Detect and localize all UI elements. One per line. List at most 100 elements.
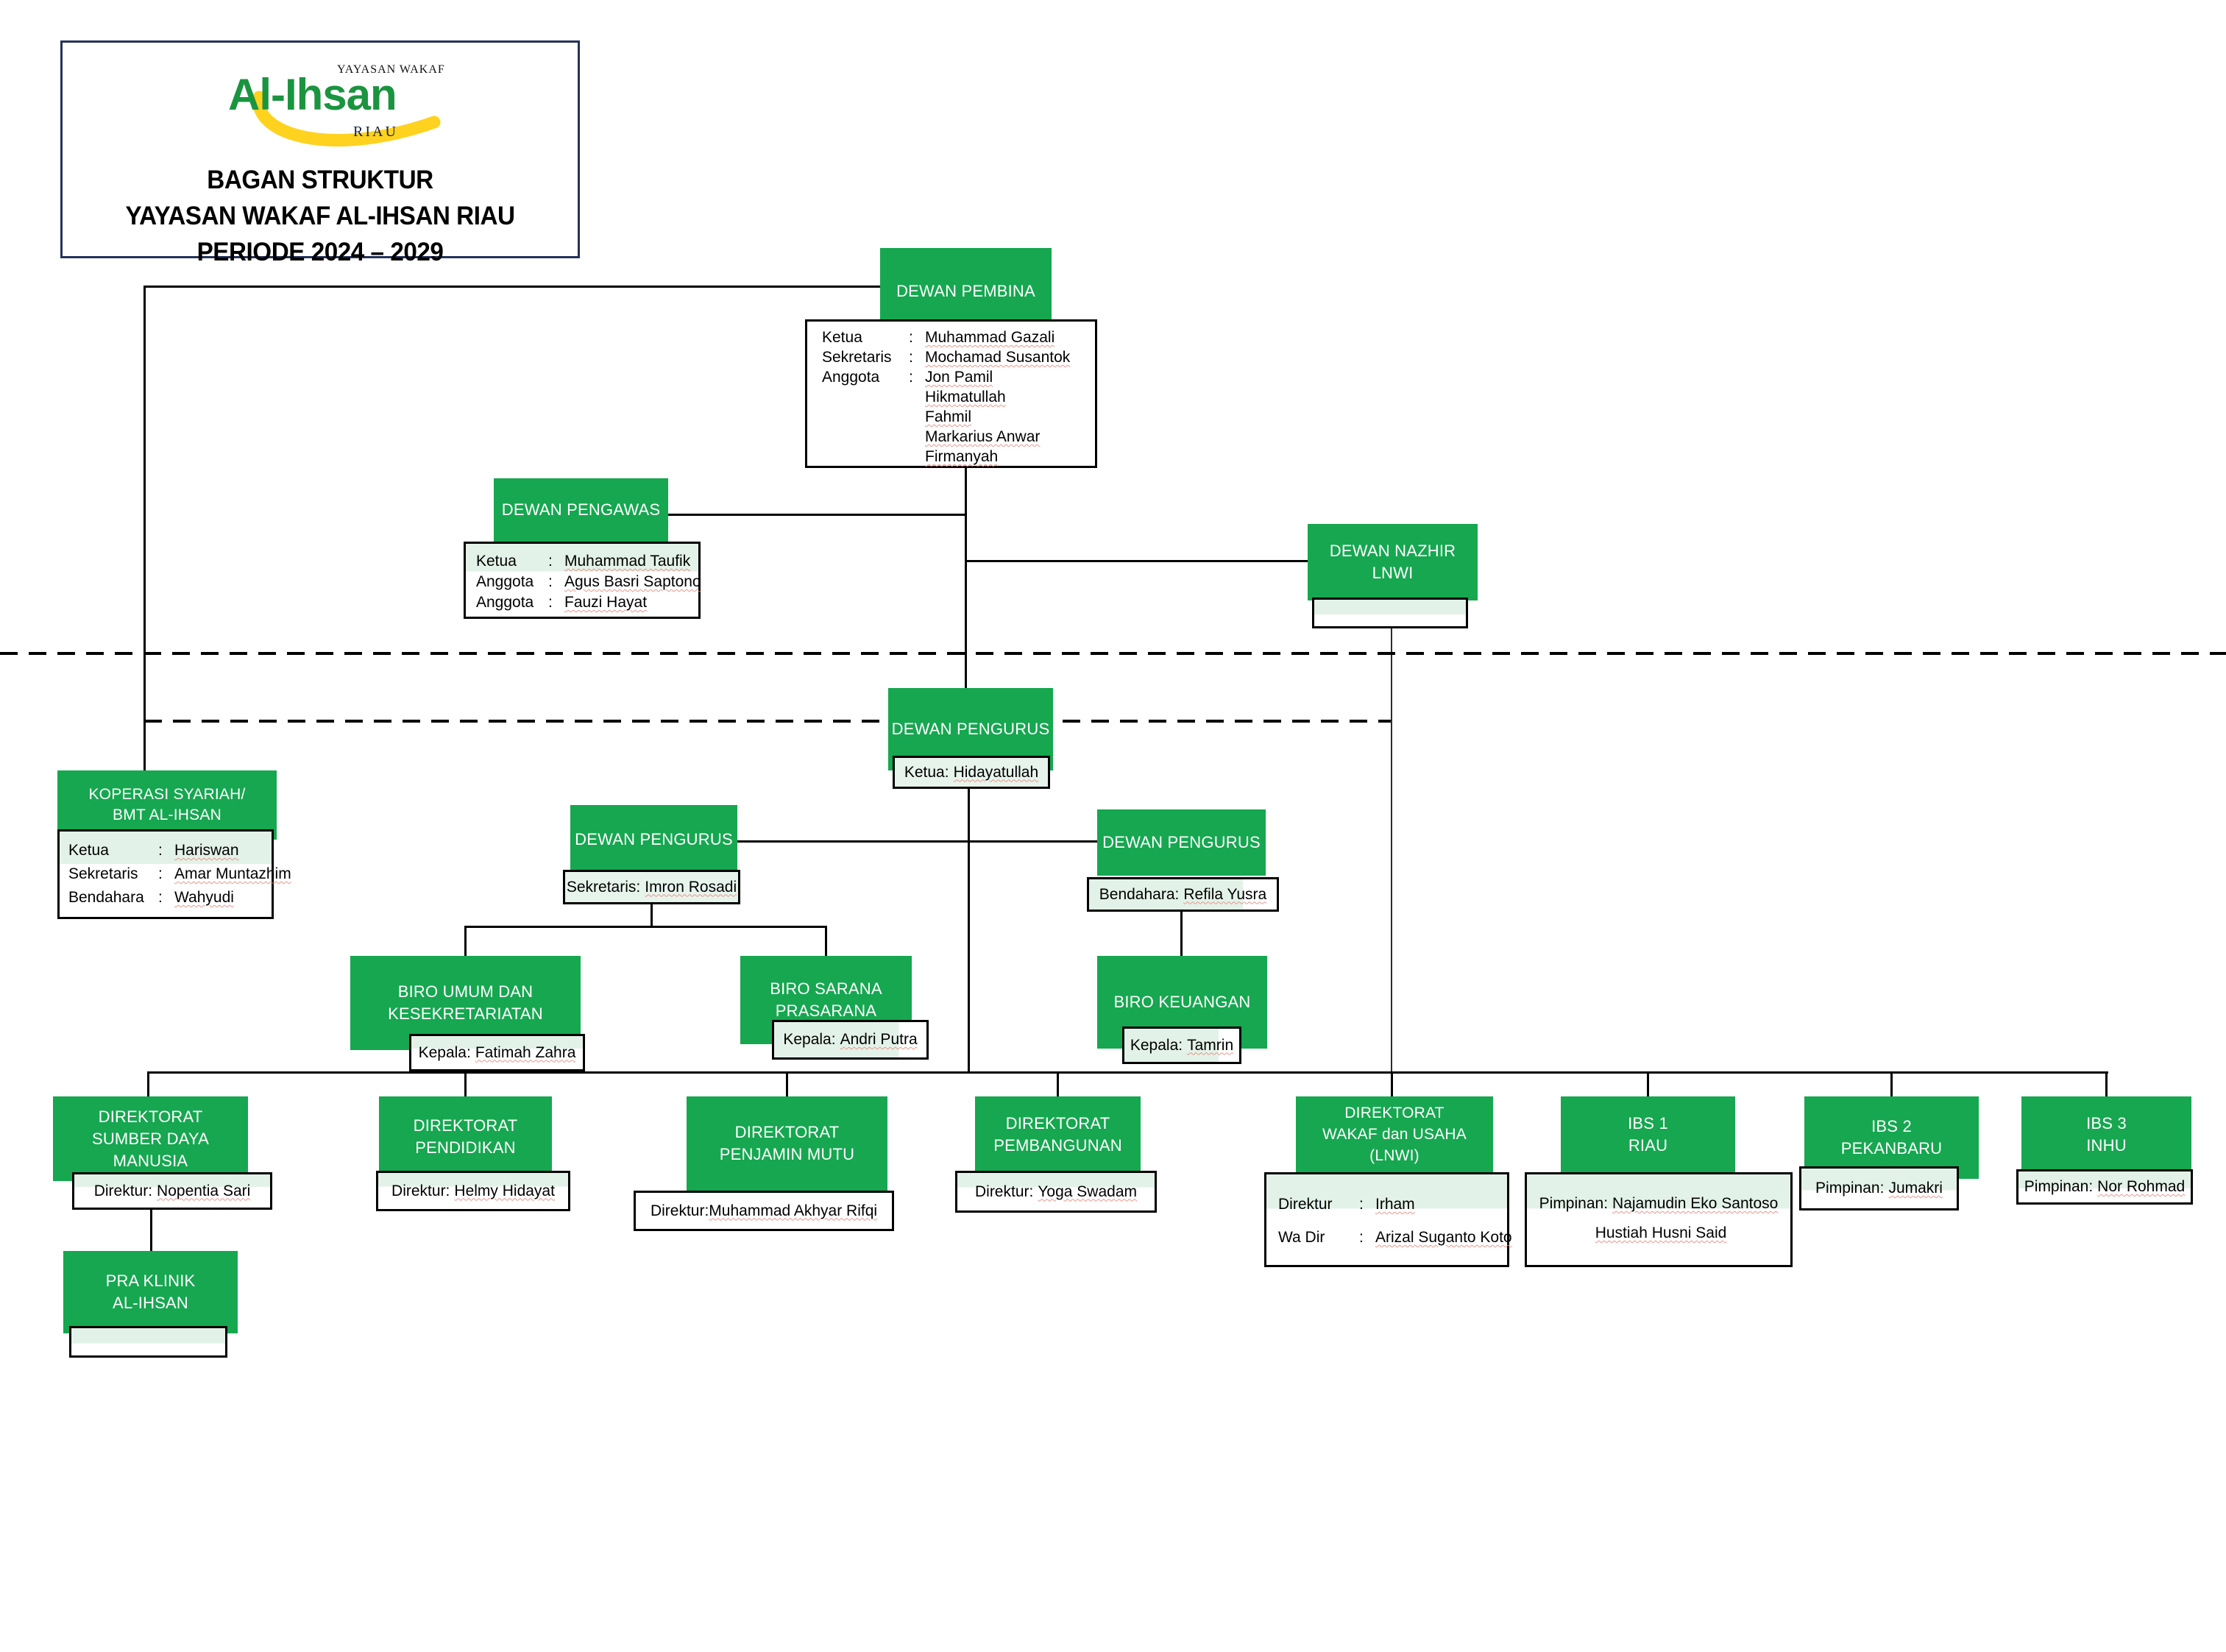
logo-bottom-text: RIAU (353, 124, 398, 140)
node-direktorat-pembangunan-header: DIREKTORAT PEMBANGUNAN (975, 1096, 1141, 1172)
connector-line (825, 926, 827, 958)
node-pengurus-bendahara-detail: Bendahara:Refila Yusra (1087, 877, 1279, 912)
detail-name: Najamudin Eko Santoso (1612, 1195, 1779, 1212)
detail-name: Hidayatullah (953, 763, 1039, 781)
detail-name: Nopentia Sari (157, 1182, 251, 1199)
detail-prefix: Ketua: (904, 763, 949, 781)
detail-name: Jumakri (1888, 1180, 1943, 1197)
node-ibs2-detail: Pimpinan:Jumakri (1799, 1166, 1959, 1210)
node-dewan-pengawas-detail: Ketua:Muhammad Taufik Anggota:Agus Basri… (464, 542, 701, 619)
connector-line (651, 904, 653, 928)
node-direktorat-wakaf-usaha-detail: Direktur:Irham Wa Dir:Arizal Suganto Kot… (1264, 1172, 1512, 1267)
detail-row: Ketua:Muhammad Gazali (822, 329, 1055, 346)
detail-row: Markarius Anwar (925, 428, 1041, 445)
node-direktorat-penjamin-mutu-header: DIREKTORAT PENJAMIN MUTU (687, 1096, 887, 1191)
node-title-line1: PRA KLINIK (105, 1272, 196, 1290)
connector-line (965, 467, 967, 692)
node-title-line2: PENJAMIN MUTU (719, 1145, 855, 1163)
connector-line (144, 286, 882, 288)
node-title-line1: KOPERASI SYARIAH/ (88, 786, 246, 803)
detail-row: Direktur:Irham (1278, 1196, 1415, 1213)
node-direktorat-penjamin-mutu-detail: Direktur:Muhammad Akhyar Rifqi (634, 1191, 894, 1231)
detail-prefix: Kepala: (418, 1043, 471, 1061)
node-title-line1: IBS 3 (2086, 1113, 2127, 1132)
node-title-line2: PRASARANA (775, 1002, 877, 1020)
detail-name: Muhammad Akhyar Rifqi (709, 1202, 878, 1219)
node-title-line1: IBS 1 (1628, 1113, 1668, 1132)
title-card: YAYASAN WAKAF Al-Ihsan RIAU BAGAN STRUKT… (60, 40, 580, 266)
logo-top-text: YAYASAN WAKAF (337, 63, 445, 76)
node-title-line1: BIRO SARANA (770, 979, 882, 998)
detail-name: Andri Putra (840, 1031, 918, 1048)
node-title-line1: DIREKTORAT (98, 1107, 203, 1126)
node-title-line1: DIREKTORAT (1344, 1105, 1445, 1121)
connector-line (1391, 1071, 1393, 1098)
connector-line (147, 1071, 2108, 1074)
connector-line (464, 926, 467, 958)
chart-title-line3: PERIODE 2024 – 2029 (196, 238, 444, 266)
node-title-line2: SUMBER DAYA MANUSIA (91, 1129, 210, 1170)
detail-prefix: Bendahara: (1099, 885, 1180, 903)
detail-name: Imron Rosadi (645, 878, 737, 896)
node-title: DEWAN PENGAWAS (501, 500, 661, 519)
detail-row: Anggota:Jon Pamil (822, 369, 993, 386)
connector-line (1391, 627, 1392, 1073)
node-koperasi-detail: Ketua:Hariswan Sekretaris:Amar Muntazhim… (57, 829, 291, 919)
node-biro-sarana-detail: Kepala:Andri Putra (772, 1020, 929, 1060)
node-title-line1: BIRO UMUM DAN (397, 982, 534, 1001)
dashed-separator-line (0, 652, 2226, 655)
node-title: DEWAN PENGURUS (1102, 833, 1261, 851)
node-title: DEWAN PEMBINA (896, 281, 1035, 300)
node-pengurus-bendahara-header: DEWAN PENGURUS (1097, 809, 1266, 876)
node-title-line2: LNWI (1372, 564, 1414, 582)
connector-line (968, 840, 1099, 843)
chart-title-line1: BAGAN STRUKTUR (207, 166, 433, 194)
node-title-line2: PENDIDIKAN (415, 1138, 516, 1157)
logo-main-text: Al-Ihsan (228, 70, 397, 119)
detail-prefix: Direktur: (391, 1182, 450, 1199)
detail-prefix: Sekretaris: (566, 878, 641, 896)
detail-prefix: Direktur: (974, 1183, 1034, 1200)
detail-prefix: Direktur: (650, 1202, 709, 1219)
node-title-line1: IBS 2 (1871, 1117, 1912, 1135)
detail-row: Sekretaris:Mochamad Susantok (822, 349, 1071, 366)
node-dewan-nazhir-detail (1312, 598, 1468, 628)
detail-prefix: Direktur: (93, 1182, 153, 1199)
node-dewan-pembina-detail: Ketua:Muhammad Gazali Sekretaris:Mochama… (805, 319, 1097, 468)
connector-line (147, 1071, 149, 1098)
connector-line (737, 840, 969, 843)
node-biro-keuangan-detail: Kepala:Tamrin (1122, 1027, 1241, 1064)
detail-row: Fahmil (925, 408, 972, 425)
detail-prefix: Kepala: (1130, 1036, 1183, 1054)
connector-line (968, 770, 970, 1074)
detail-prefix: Kepala: (783, 1031, 836, 1048)
detail-name: Yoga Swadam (1038, 1183, 1137, 1200)
node-title-line2: BMT AL-IHSAN (113, 806, 221, 823)
detail-name: Refila Yusra (1183, 885, 1267, 903)
connector-line (464, 926, 827, 928)
dashed-separator-line (144, 720, 1391, 723)
detail-prefix: Pimpinan: (1815, 1180, 1885, 1197)
detail-name: Hustiah Husni Said (1595, 1224, 1727, 1241)
node-direktorat-pembangunan-detail: Direktur:Yoga Swadam (955, 1171, 1157, 1213)
node-direktorat-pendidikan-detail: Direktur:Helmy Hidayat (376, 1171, 570, 1211)
detail-prefix: Pimpinan: (2024, 1178, 2094, 1195)
connector-line (1057, 1071, 1059, 1098)
connector-line (786, 1071, 788, 1098)
node-direktorat-sdm-detail: Direktur:Nopentia Sari (72, 1172, 272, 1210)
detail-name: Fatimah Zahra (475, 1043, 576, 1061)
node-title-line1: DIREKTORAT (413, 1116, 518, 1135)
node-title-line2: KESEKRETARIATAN (388, 1004, 543, 1023)
node-title-line2: PEKANBARU (1840, 1139, 1943, 1158)
node-direktorat-pendidikan-header: DIREKTORAT PENDIDIKAN (379, 1096, 552, 1177)
connector-line (1180, 912, 1183, 957)
connector-line (464, 1071, 467, 1098)
detail-prefix: Pimpinan: (1539, 1195, 1609, 1212)
node-ibs1-detail: Pimpinan:Najamudin Eko Santoso Hustiah H… (1525, 1172, 1793, 1267)
detail-row: Pimpinan:Najamudin Eko Santoso (1527, 1189, 1790, 1219)
node-pra-klinik-detail (69, 1326, 227, 1358)
detail-row: Anggota:Fauzi Hayat (476, 594, 648, 611)
detail-row: Sekretaris:Amar Muntazhim (68, 865, 291, 882)
node-direktorat-wakaf-usaha-header: DIREKTORAT WAKAF dan USAHA (LNWI) (1296, 1096, 1493, 1172)
